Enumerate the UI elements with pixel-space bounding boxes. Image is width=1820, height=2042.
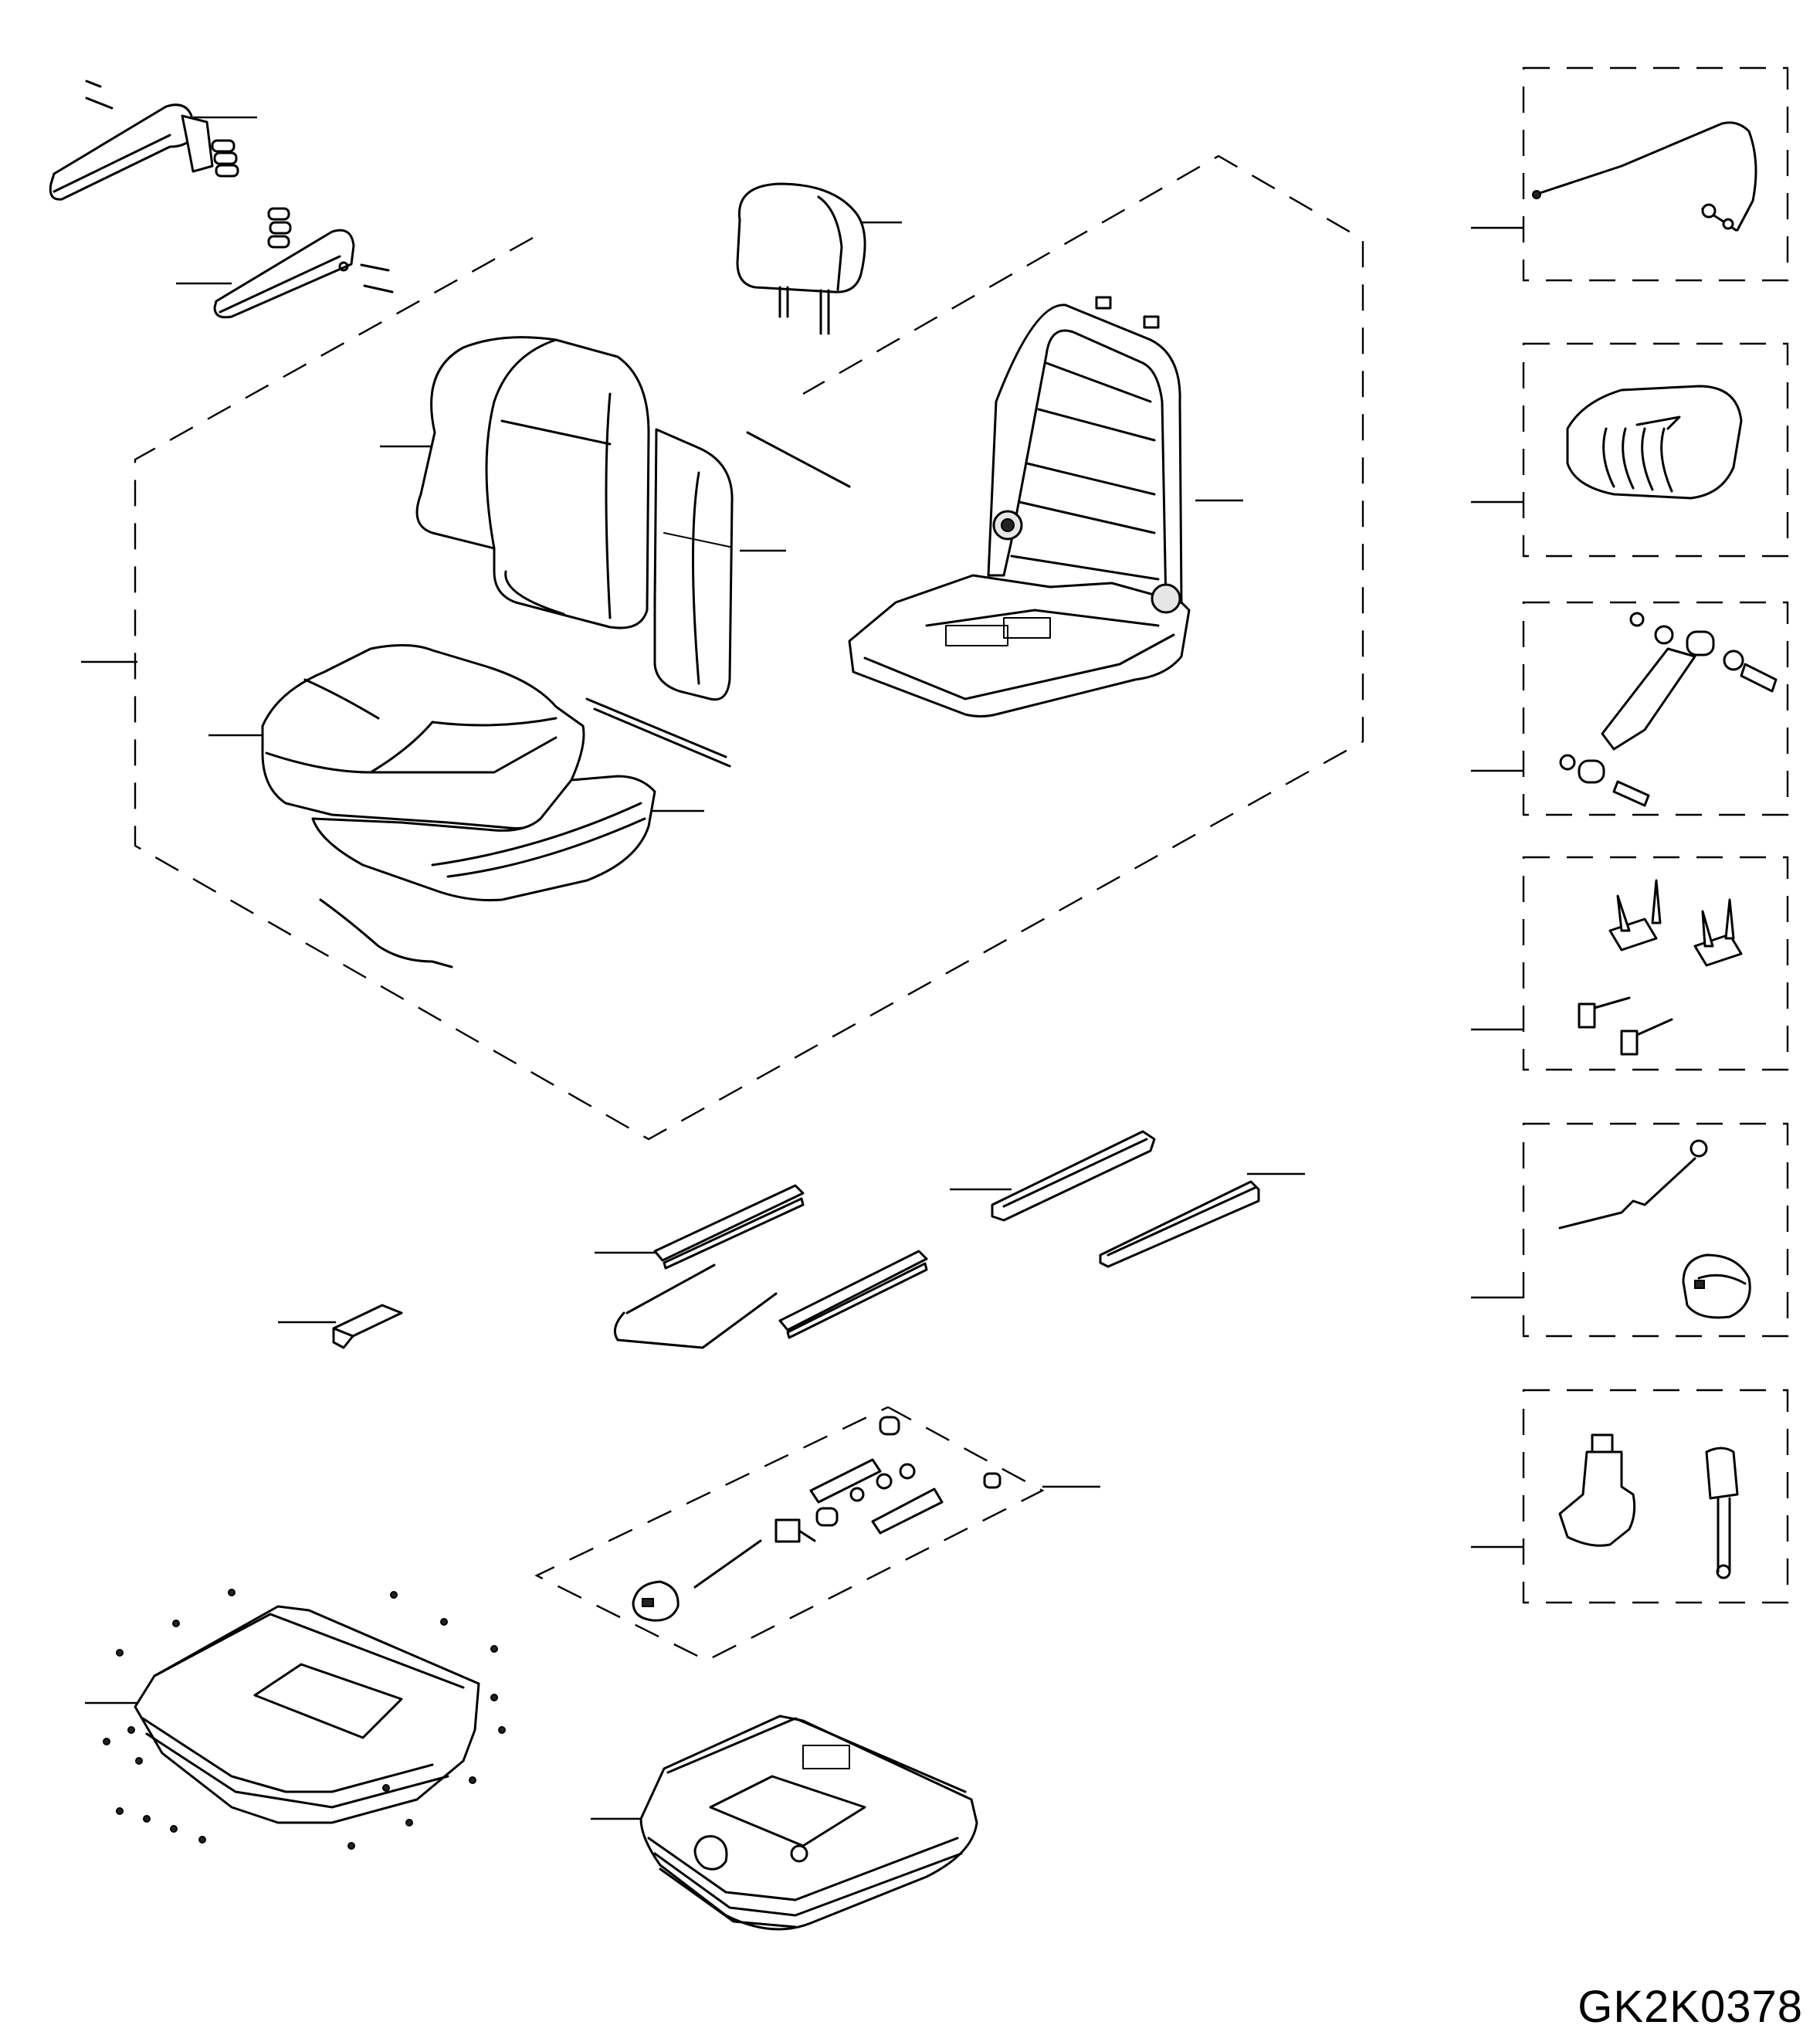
suspension-kit-group-outline (534, 1406, 1045, 1662)
option-box-6-outline (1522, 1389, 1789, 1604)
backrest-cushion[interactable] (415, 336, 650, 629)
seat-fasteners[interactable] (1578, 879, 1743, 1056)
slide-rail-pair[interactable] (613, 1184, 928, 1349)
armrest-left[interactable] (213, 207, 394, 319)
suspension-spring-kit[interactable] (632, 1416, 1002, 1622)
backrest-back-panel[interactable] (653, 428, 851, 701)
small-bracket[interactable] (332, 1304, 403, 1349)
shock-absorber-kit[interactable] (1559, 612, 1778, 807)
armrest-right[interactable] (49, 80, 239, 201)
mounting-brackets[interactable] (991, 1130, 1260, 1268)
option-box-1-outline (1522, 66, 1789, 282)
suspension-assembly[interactable] (639, 1715, 978, 1931)
seat-bottom-shell[interactable] (311, 697, 731, 968)
headrest[interactable] (736, 182, 866, 335)
lumbar-cushion[interactable] (1566, 385, 1743, 500)
lever-and-knob[interactable] (1558, 1139, 1751, 1319)
cable-assembly[interactable] (1532, 121, 1757, 232)
backrest-frame[interactable] (848, 296, 1191, 717)
option-box-2-outline (1522, 342, 1789, 558)
suspension-frame[interactable] (103, 1589, 506, 1850)
option-box-4-outline (1522, 856, 1789, 1071)
seat-cushion[interactable] (261, 644, 585, 829)
option-box-5-outline (1522, 1122, 1789, 1338)
leader-lines (81, 116, 1523, 1820)
option-box-3-outline (1522, 601, 1789, 816)
drawing-code: GK2K0378 (1578, 1982, 1803, 2032)
seat-belt[interactable] (1558, 1433, 1739, 1579)
main-seat-group-outline (134, 154, 1364, 1141)
frame-screws (103, 1589, 506, 1850)
